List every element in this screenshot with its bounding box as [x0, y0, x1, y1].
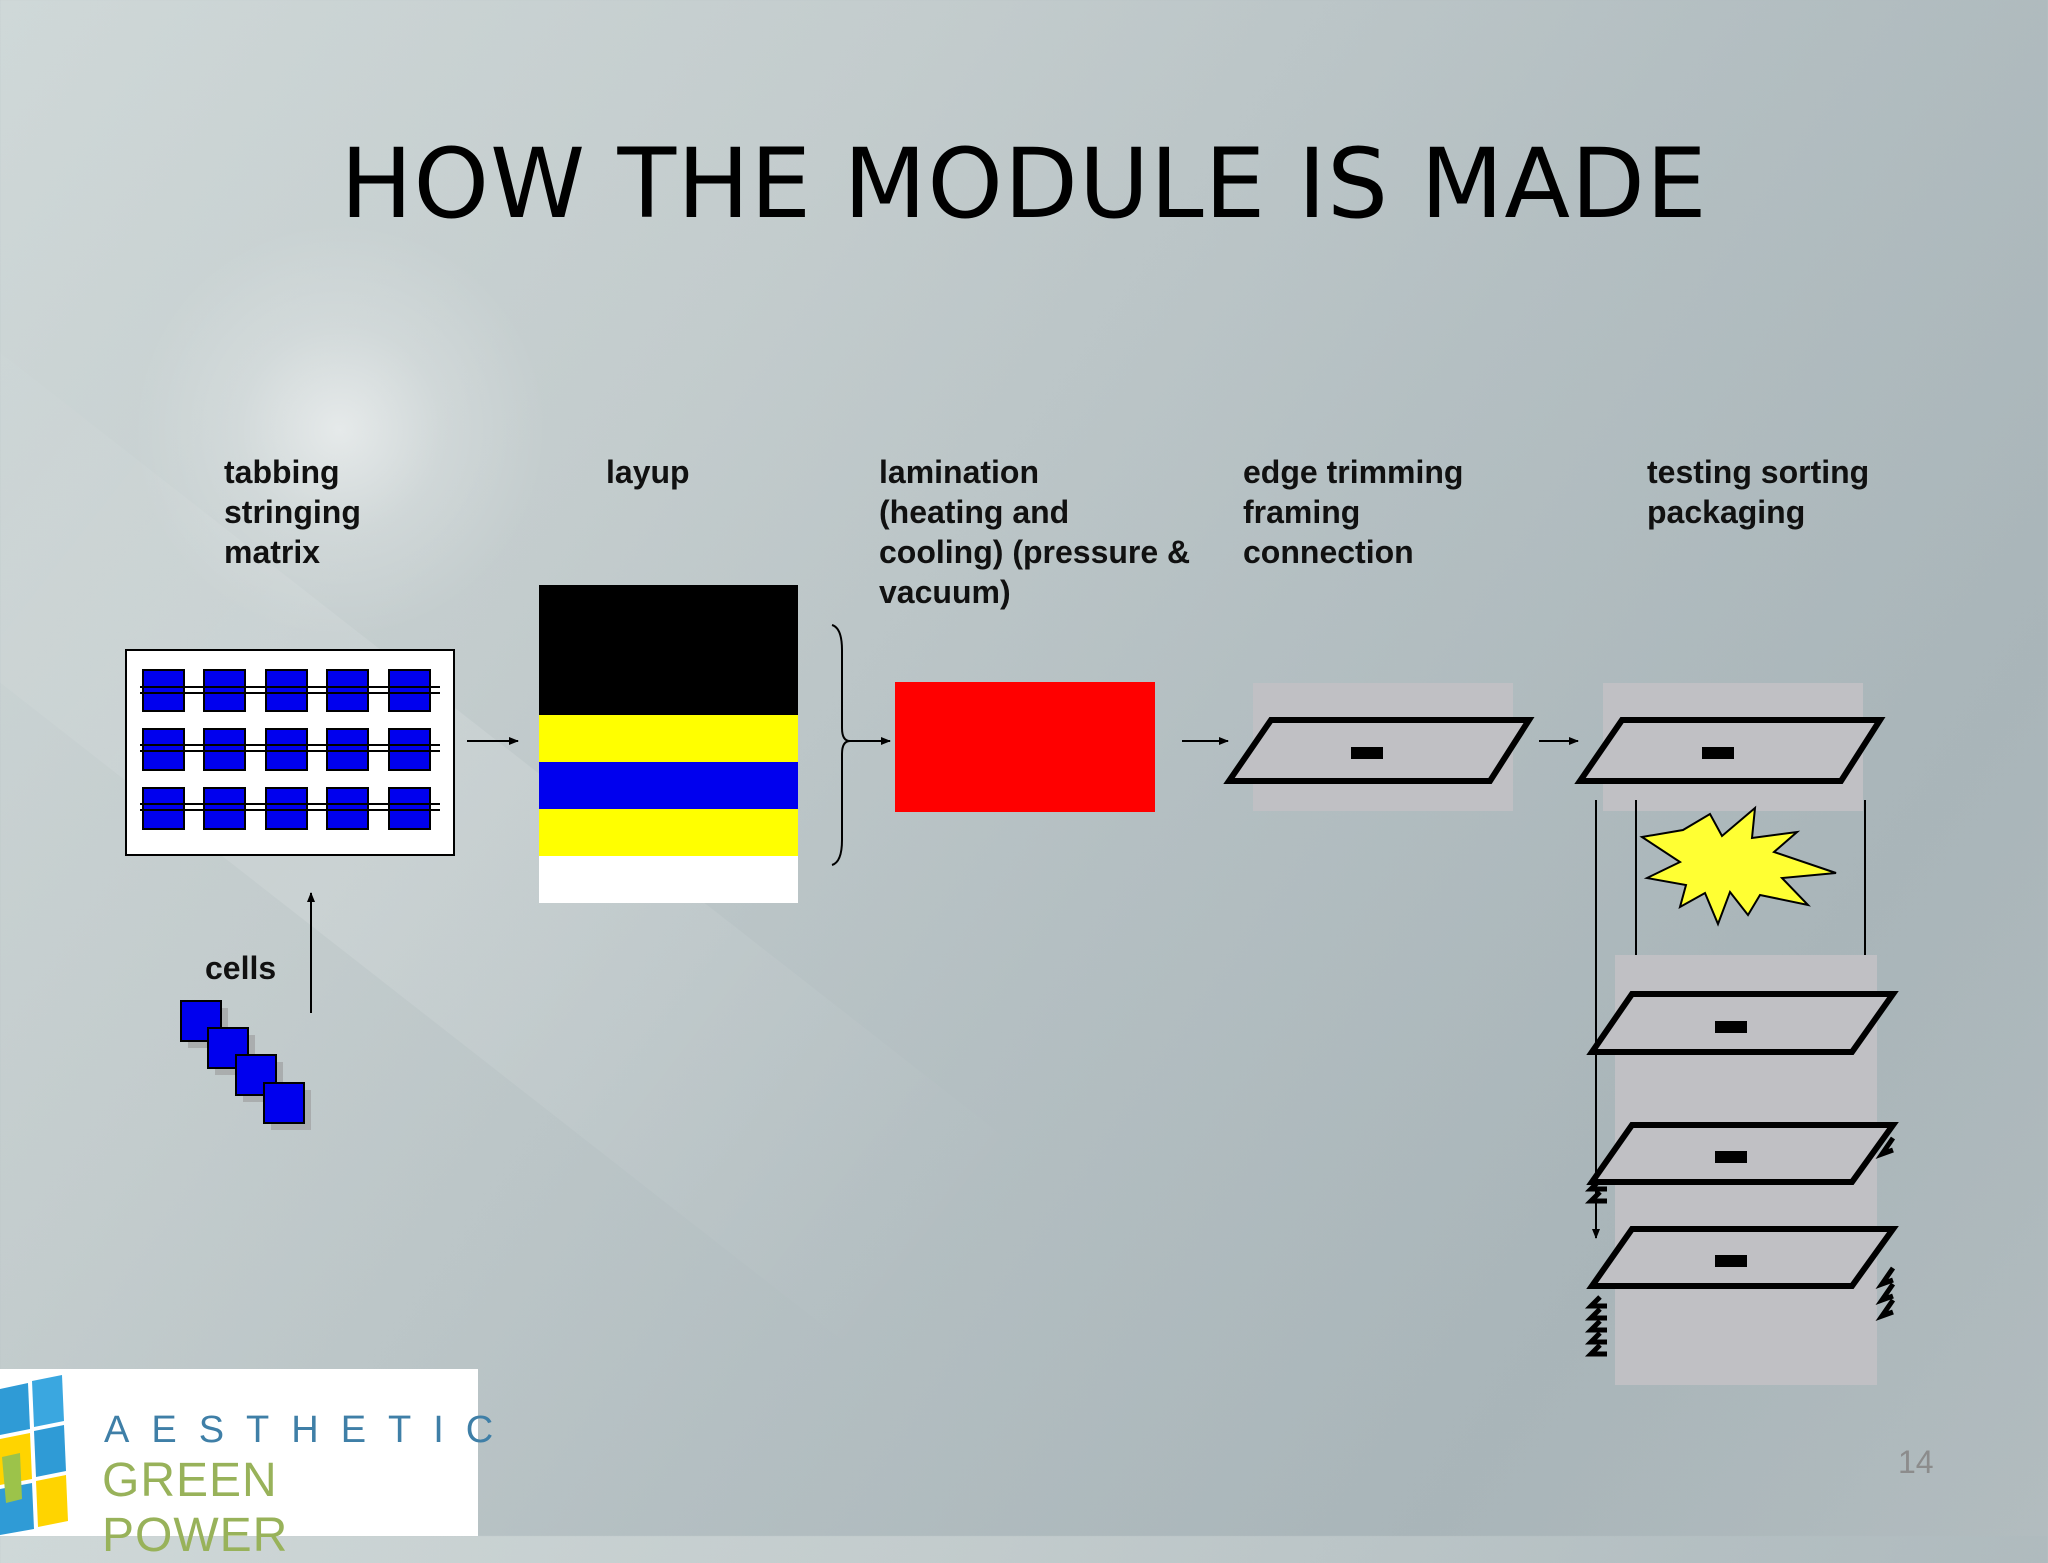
matrix-cell	[203, 787, 246, 830]
logo-text-top: AESTHETIC	[104, 1409, 516, 1451]
junction-box-icon	[1715, 1151, 1747, 1163]
matrix-cell	[203, 669, 246, 712]
company-logo: AESTHETIC GREEN POWER	[0, 1369, 493, 1562]
step-label-edge-trimming: edge trimming framing connection	[1243, 454, 1464, 570]
matrix-cell	[388, 787, 431, 830]
matrix-cell	[326, 669, 369, 712]
step-label-layup: layup	[606, 454, 690, 490]
string-matrix	[125, 649, 455, 856]
junction-box-icon	[1702, 747, 1734, 759]
packaged-modules	[1584, 955, 1899, 1385]
matrix-cell	[203, 728, 246, 771]
step-label-testing: testing sorting packaging	[1647, 454, 1870, 530]
layup-brace	[831, 624, 851, 866]
layup-stack	[539, 585, 798, 903]
test-flash-burst-icon	[1639, 805, 1837, 927]
logo-text-bottom: GREEN POWER	[102, 1454, 289, 1562]
matrix-cell	[265, 728, 308, 771]
step-label-tabbing: tabbing stringing matrix	[224, 454, 361, 570]
matrix-cell	[142, 728, 185, 771]
step-label-lamination: lamination (heating and cooling) (pressu…	[879, 454, 1191, 610]
test-module	[1574, 683, 1886, 811]
loose-cells	[180, 1000, 311, 1130]
logo-window-icon	[0, 1375, 68, 1535]
matrix-ribbons	[140, 686, 440, 811]
matrix-cell	[388, 669, 431, 712]
matrix-cell	[142, 787, 185, 830]
background-glow	[130, 220, 550, 640]
junction-box-icon	[1715, 1021, 1747, 1033]
matrix-cell	[142, 669, 185, 712]
sorted-module-stack-2	[1584, 1122, 1899, 1204]
sorted-module-stack-3	[1584, 1226, 1899, 1357]
matrix-cell	[265, 669, 308, 712]
cells-label: cells	[205, 950, 277, 986]
lamination-block	[895, 682, 1155, 812]
matrix-cell	[265, 787, 308, 830]
matrix-cell	[326, 787, 369, 830]
matrix-cell	[388, 728, 431, 771]
junction-box-icon	[1715, 1255, 1747, 1267]
matrix-cells	[142, 669, 431, 830]
sorted-module-1	[1586, 991, 1899, 1055]
matrix-cell	[326, 728, 369, 771]
page-number: 14	[1898, 1444, 1934, 1480]
framed-module	[1223, 683, 1535, 811]
slide-title: HOW THE MODULE IS MADE	[340, 128, 1708, 240]
junction-box-icon	[1351, 747, 1383, 759]
